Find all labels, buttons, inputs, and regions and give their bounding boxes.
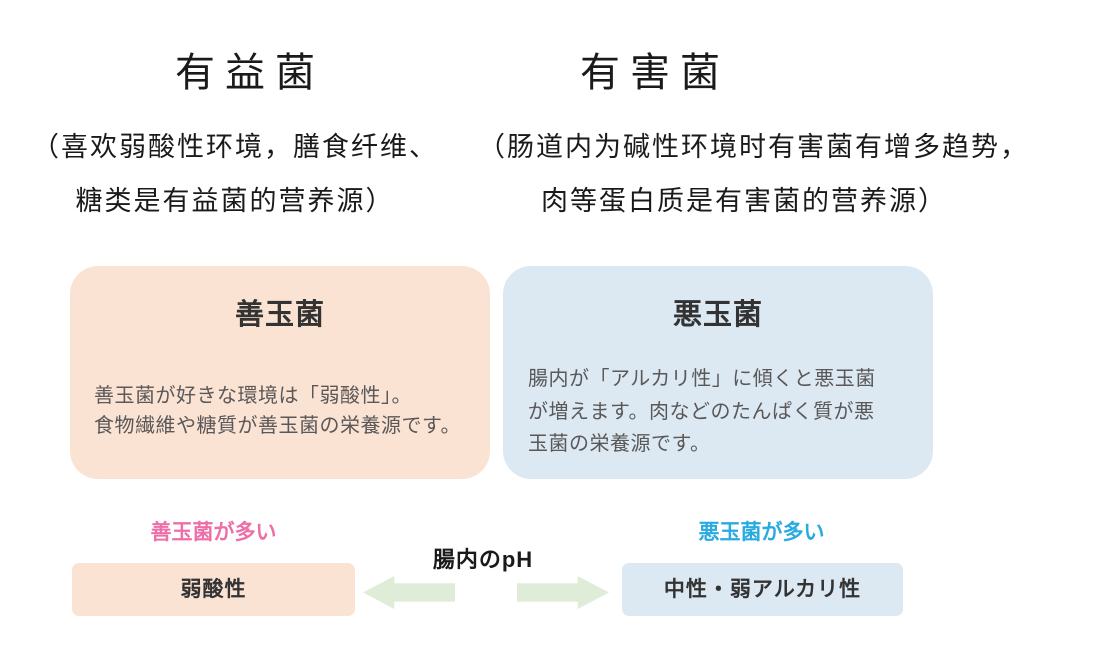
many-good-bacteria-label: 善玉菌が多い	[150, 521, 277, 544]
bad-card-body-line3: 玉菌の栄養源です。	[528, 433, 711, 455]
good-card-body-line2: 食物繊維や糖質が善玉菌の栄養源です。	[94, 415, 461, 437]
beneficial-bacteria-heading: 有益菌	[175, 50, 325, 95]
good-bacteria-card-title: 善玉菌	[234, 299, 325, 331]
good-card-body-line1: 善玉菌が好きな環境は「弱酸性」。	[94, 385, 412, 407]
intestinal-ph-label: 腸内のpH	[432, 547, 534, 572]
beneficial-note-line2: 糖类是有益菌的营养源）	[75, 186, 395, 216]
beneficial-note-line1: （喜欢弱酸性环境，膳食纤维、	[32, 132, 438, 162]
arrow-left-icon	[363, 576, 455, 609]
beneficial-bacteria-note: （喜欢弱酸性环境，膳食纤维、 糖类是有益菌的营养源）	[5, 120, 465, 228]
bad-card-body-line1: 腸内が「アルカリ性」に傾くと悪玉菌	[528, 368, 876, 390]
harmful-note-line2: 肉等蛋白质是有害菌的营养源）	[541, 186, 947, 216]
harmful-note-line1: （肠道内为碱性环境时有害菌有增多趋势，	[478, 132, 1029, 162]
bad-bacteria-card-body: 腸内が「アルカリ性」に傾くと悪玉菌 が増えます。肉などのたんぱく質が悪 玉菌の栄…	[528, 363, 917, 461]
bad-bacteria-card: 悪玉菌 腸内が「アルカリ性」に傾くと悪玉菌 が増えます。肉などのたんぱく質が悪 …	[503, 266, 933, 479]
good-bacteria-card-body: 善玉菌が好きな環境は「弱酸性」。 食物繊維や糖質が善玉菌の栄養源です。	[94, 381, 490, 441]
arrow-right-icon	[517, 576, 609, 609]
good-bacteria-card: 善玉菌 善玉菌が好きな環境は「弱酸性」。 食物繊維や糖質が善玉菌の栄養源です。	[70, 266, 490, 479]
weak-acid-box: 弱酸性	[72, 563, 355, 616]
many-bad-bacteria-label: 悪玉菌が多い	[698, 521, 825, 544]
bad-card-body-line2: が増えます。肉などのたんぱく質が悪	[528, 400, 875, 423]
harmful-bacteria-note: （肠道内为碱性环境时有害菌有增多趋势， 肉等蛋白质是有害菌的营养源）	[478, 120, 1029, 228]
neutral-weak-alkali-box: 中性・弱アルカリ性	[622, 563, 903, 616]
bad-bacteria-card-title: 悪玉菌	[672, 299, 763, 331]
harmful-bacteria-heading: 有害菌	[580, 50, 730, 95]
